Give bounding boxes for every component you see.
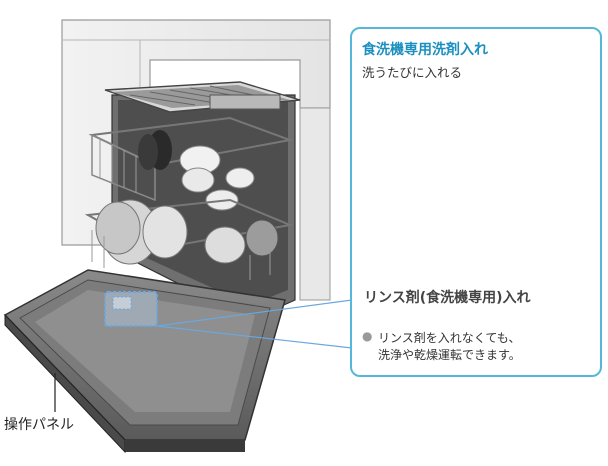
callout-connectors [156,299,353,349]
dishwasher-door [3,269,286,454]
note-line-2: 洗浄や乾燥運転できます。 [378,348,521,362]
detergent-dispenser-subtitle: 洗うたびに入れる [362,65,463,80]
upper-rack [88,116,294,211]
rinse-dispenser-title: リンス剤(食洗機専用)入れ [364,290,531,306]
detergent-dispenser-title: 食洗機専用洗剤入れ [362,42,488,58]
cutlery-tray [104,81,301,113]
note-bullet: ● [362,329,373,343]
note-line-1: リンス剤を入れなくても、 [378,331,521,345]
lower-rack [84,198,294,280]
operation-panel-label: 操作パネル [4,417,74,433]
callout-box [350,27,602,377]
